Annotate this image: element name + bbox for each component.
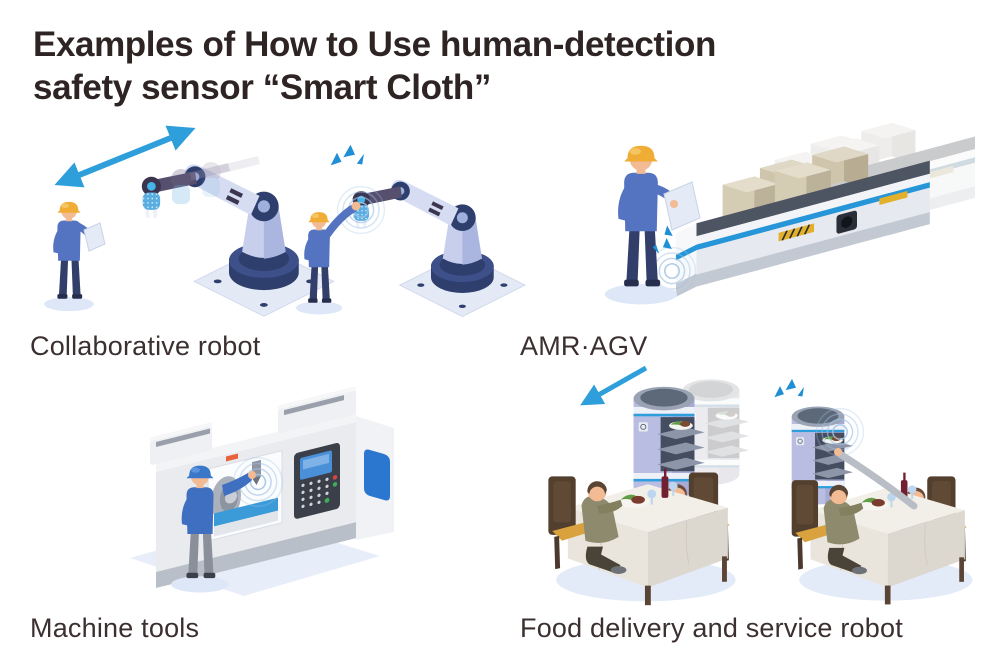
alert-flash-icon: [330, 144, 364, 166]
robot-arm: [141, 163, 335, 317]
motion-arrow-icon: [580, 365, 648, 406]
label-food-delivery: Food delivery and service robot: [520, 613, 903, 643]
robot-arm: [352, 179, 526, 317]
label-amr-agv: AMR·AGV: [520, 331, 648, 361]
control-panel: [294, 442, 340, 519]
alert-flash-icon: [774, 378, 804, 398]
worker-hand: [351, 201, 361, 211]
work-deck: [214, 497, 278, 527]
clipboard: [663, 181, 701, 231]
food-delivery-illustration: [547, 365, 973, 606]
operator-reaching-arm: [222, 473, 252, 496]
machine-tools-illustration: [130, 386, 394, 596]
clipboard: [83, 222, 106, 252]
collab-scene-moving: [44, 125, 335, 317]
robot-arm-motion-ghost: [201, 156, 260, 197]
guest-reaching-arm: [836, 450, 918, 510]
label-machine-tools: Machine tools: [30, 613, 200, 643]
food-scene-serving: [774, 378, 973, 605]
guest-hand: [834, 448, 842, 456]
worker-figure: [605, 145, 677, 305]
collab-scene-touch-stop: [295, 144, 526, 317]
worker-hand: [670, 200, 678, 208]
dining-table-scene: [547, 468, 737, 606]
operator-hand: [248, 471, 256, 479]
worker-reaching-arm: [322, 204, 358, 240]
page-title: Examples of How to Use human-detection s…: [33, 25, 716, 107]
machine-window: [364, 449, 390, 501]
collaborative-robot-illustration: [44, 125, 526, 317]
food-scene-moving: [547, 365, 750, 606]
robot-arm-motion-ghost: [171, 163, 230, 204]
motion-double-arrow-icon: [54, 125, 196, 188]
amr-agv-illustration: [605, 122, 976, 305]
worker-figure: [44, 201, 94, 312]
label-collaborative-robot: Collaborative robot: [30, 331, 261, 361]
